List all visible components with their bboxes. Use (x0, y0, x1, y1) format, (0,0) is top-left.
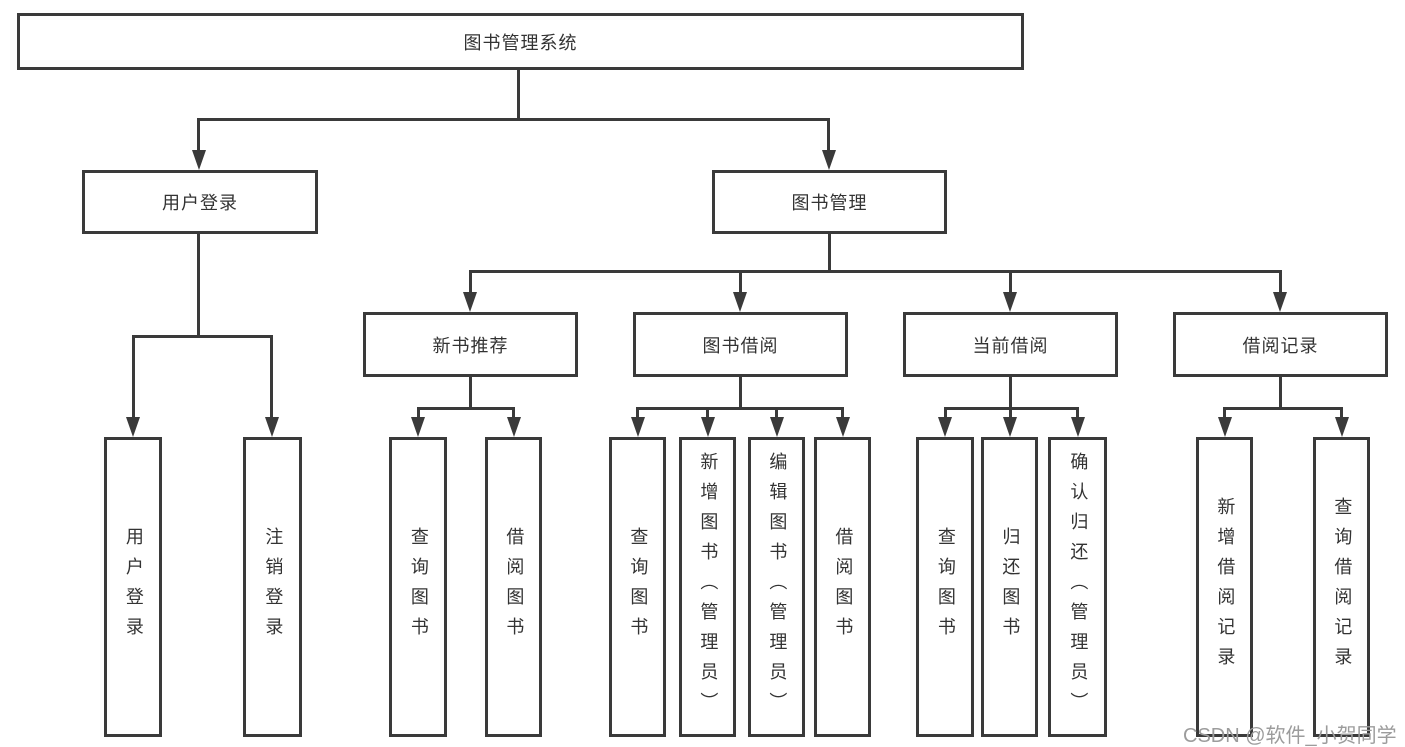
connector-drop-level3 (1009, 270, 1012, 293)
leaf-user-login: 用户登录 (104, 437, 162, 737)
leaf-return-book: 归还图书 (981, 437, 1038, 737)
arrowhead-icon (507, 417, 521, 437)
connector-drop-leaf (706, 407, 709, 419)
connector-drop-leaf (512, 407, 515, 419)
arrowhead-icon (192, 150, 206, 170)
arrowhead-icon (770, 417, 784, 437)
node-label: 当前借阅 (972, 335, 1049, 356)
connector-drop-level3 (469, 270, 472, 293)
leaf-edit-book-admin: 编辑图书（管理员） (748, 437, 805, 737)
leaf-add-borrow-record: 新增借阅记录 (1196, 437, 1253, 737)
connector-drop-leaf (1009, 407, 1012, 419)
arrowhead-icon (701, 417, 715, 437)
arrowhead-icon (733, 292, 747, 312)
connector-userlogin-bar (132, 335, 273, 338)
arrowhead-icon (126, 417, 140, 437)
arrowhead-icon (631, 417, 645, 437)
arrowhead-icon (1273, 292, 1287, 312)
connector-drop-leaf (636, 407, 639, 419)
node-label: 用户登录 (162, 193, 238, 213)
node-label: 图书管理 (791, 193, 868, 213)
node-user-login: 用户登录 (82, 170, 318, 234)
connector-records-stem (1279, 377, 1282, 407)
arrowhead-icon (1003, 292, 1017, 312)
connector-userlogin-stem (197, 234, 200, 335)
arrowhead-icon (411, 417, 425, 437)
node-label: 借阅记录 (1242, 335, 1319, 356)
connector-drop-leaf (841, 407, 844, 419)
connector-currentborrow-stem (1009, 377, 1012, 407)
connector-bookmgmt-bar (469, 270, 1281, 273)
node-current-borrowing: 当前借阅 (903, 312, 1118, 377)
connector-bookborrow-bar (636, 407, 844, 410)
arrowhead-icon (463, 292, 477, 312)
connector-drop-level3 (1279, 270, 1282, 293)
node-borrowing-records: 借阅记录 (1173, 312, 1388, 377)
connector-drop-leaf (270, 335, 273, 417)
leaf-current-query-books: 查询图书 (916, 437, 974, 737)
connector-drop-leaf (944, 407, 947, 419)
connector-drop-leaf (775, 407, 778, 419)
arrowhead-icon (1071, 417, 1085, 437)
connector-drop-book-management (827, 118, 830, 151)
connector-drop-leaf (417, 407, 420, 419)
leaf-confirm-return-admin: 确认归还（管理员） (1048, 437, 1107, 737)
node-label: 图书管理系统 (463, 32, 578, 53)
arrowhead-icon (1335, 417, 1349, 437)
arrowhead-icon (1003, 417, 1017, 437)
connector-root-stem (517, 70, 520, 118)
connector-drop-leaf (132, 335, 135, 417)
leaf-logout: 注销登录 (243, 437, 302, 737)
node-book-borrowing: 图书借阅 (633, 312, 848, 377)
connector-drop-level3 (739, 270, 742, 293)
leaf-borrow-books: 借阅图书 (814, 437, 871, 737)
connector-drop-leaf (1223, 407, 1226, 419)
connector-bookborrow-stem (739, 377, 742, 407)
node-label: 新书推荐 (432, 335, 509, 356)
arrowhead-icon (1218, 417, 1232, 437)
arrowhead-icon (836, 417, 850, 437)
connector-newbooks-stem (469, 377, 472, 407)
connector-drop-user-login (197, 118, 200, 151)
arrowhead-icon (265, 417, 279, 437)
connector-drop-leaf (1076, 407, 1079, 419)
leaf-newbooks-borrow-books: 借阅图书 (485, 437, 542, 737)
connector-bookmgmt-stem (828, 234, 831, 270)
leaf-newbooks-query-books: 查询图书 (389, 437, 447, 737)
node-library-management-system: 图书管理系统 (17, 13, 1024, 70)
node-label: 图书借阅 (702, 335, 779, 356)
leaf-query-borrow-record: 查询借阅记录 (1313, 437, 1370, 737)
node-book-management: 图书管理 (712, 170, 947, 234)
leaf-add-book-admin: 新增图书（管理员） (679, 437, 736, 737)
node-new-book-recommend: 新书推荐 (363, 312, 578, 377)
arrowhead-icon (822, 150, 836, 170)
connector-records-bar (1223, 407, 1343, 410)
watermark-text: CSDN @软件_小贺同学 (1183, 725, 1397, 747)
connector-root-bar (197, 118, 830, 121)
arrowhead-icon (938, 417, 952, 437)
connector-newbooks-bar (417, 407, 515, 410)
leaf-borrow-query-books: 查询图书 (609, 437, 666, 737)
connector-drop-leaf (1340, 407, 1343, 419)
